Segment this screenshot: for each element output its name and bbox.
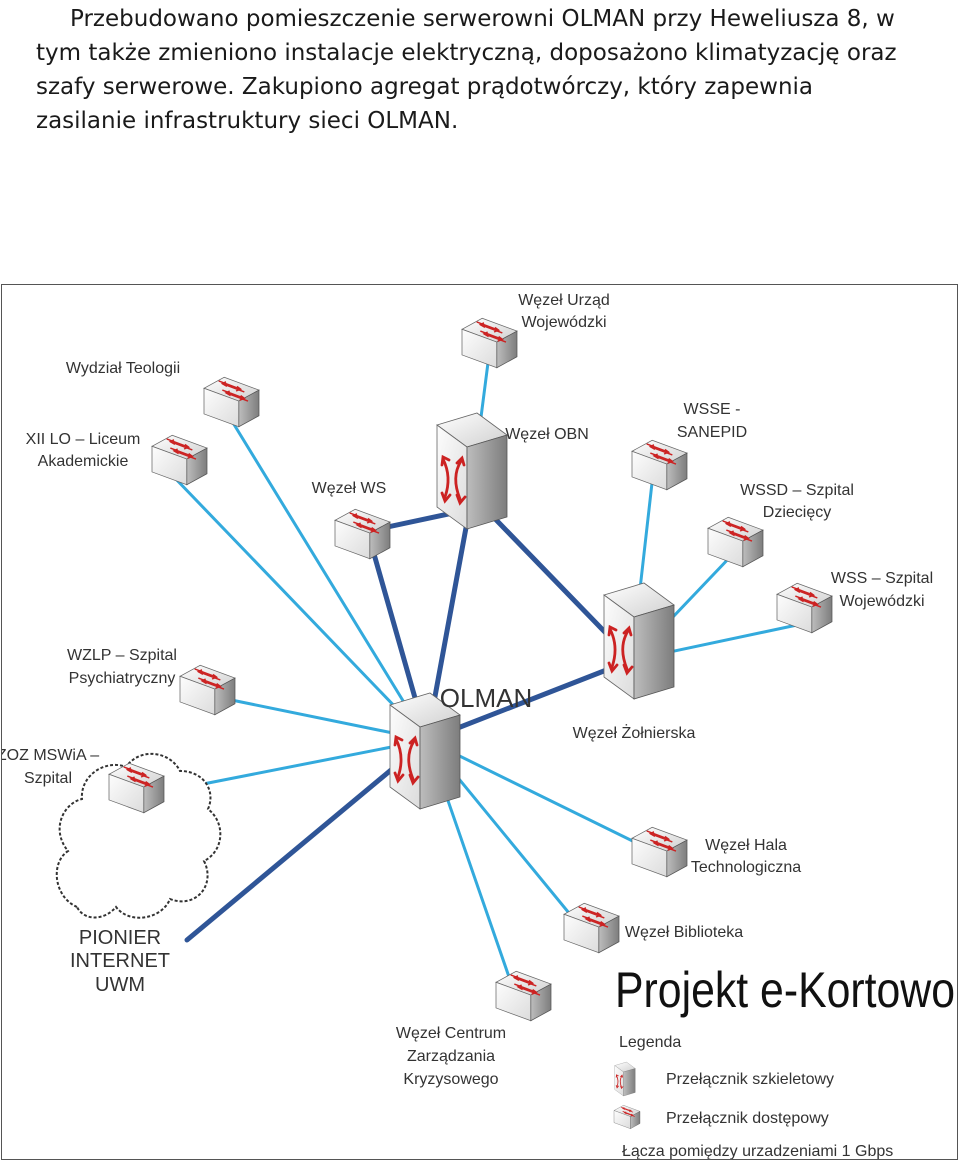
pionier-internet-cloud: PIONIER INTERNET UWM bbox=[55, 752, 222, 996]
label-ws: Węzeł WS bbox=[312, 480, 387, 497]
switch-core-obn-icon bbox=[435, 411, 509, 531]
legend-heading: Legenda bbox=[619, 1034, 681, 1051]
label-centrum-1: Węzeł Centrum bbox=[396, 1025, 506, 1042]
label-wzlp-2: Psychiatryczny bbox=[69, 670, 176, 687]
label-centrum-2: Zarządzania bbox=[407, 1048, 495, 1065]
label-wss-1: WSS – Szpital bbox=[831, 570, 933, 587]
intro-line-2: tym także zmieniono instalacje elektrycz… bbox=[36, 40, 897, 66]
link-olman-xii-lo bbox=[170, 473, 429, 742]
intro-paragraph: Przebudowano pomieszczenie serwerowni OL… bbox=[36, 2, 936, 138]
cloud-label-line-3: UWM bbox=[95, 974, 145, 996]
switch-access-wsse-icon bbox=[631, 439, 688, 491]
switch-access-centrum-icon bbox=[495, 970, 552, 1022]
switch-core-zolnierska-icon bbox=[602, 581, 676, 701]
label-obn: Węzeł OBN bbox=[505, 426, 589, 443]
legend-backbone-switch-icon bbox=[614, 1061, 636, 1097]
network-diagram: PIONIER INTERNET UWM Węzeł Urząd Wojewód… bbox=[2, 292, 955, 1159]
switch-access-hala-icon bbox=[631, 826, 688, 878]
label-wsse-1: WSSE - bbox=[684, 401, 741, 418]
label-olman: OLMAN bbox=[440, 683, 532, 713]
switch-access-wzlp-icon bbox=[179, 664, 236, 716]
switch-access-xii-lo-icon bbox=[151, 434, 208, 486]
intro-line-4: zasilanie infrastruktury sieci OLMAN. bbox=[36, 108, 459, 134]
link-obn-urzad bbox=[478, 353, 491, 427]
switch-access-teologia-icon bbox=[203, 376, 260, 428]
label-wzlp-1: WZLP – Szpital bbox=[67, 647, 177, 664]
label-hala-1: Węzeł Hala bbox=[705, 837, 787, 854]
legend-links-label: Łącza pomiędzy urzadzeniami 1 Gbps bbox=[622, 1143, 893, 1159]
legend-backbone-label: Przełącznik szkieletowy bbox=[666, 1071, 834, 1088]
legend-access-label: Przełącznik dostępowy bbox=[666, 1110, 829, 1127]
label-xii-lo-2: Akademickie bbox=[38, 453, 129, 470]
diagram-title: Projekt e-Kortowo bbox=[615, 962, 955, 1018]
link-olman-hala bbox=[425, 738, 659, 855]
intro-line-1: Przebudowano pomieszczenie serwerowni OL… bbox=[70, 6, 895, 32]
label-wss-2: Wojewódzki bbox=[839, 593, 924, 610]
cloud-label-line-1: PIONIER bbox=[79, 927, 161, 949]
label-wssd-1: WSSD – Szpital bbox=[740, 482, 854, 499]
switch-access-biblioteka-icon bbox=[563, 902, 620, 954]
label-zoz-2: Szpital bbox=[24, 770, 72, 787]
label-hala-2: Technologiczna bbox=[691, 859, 801, 876]
label-wssd-2: Dziecięcy bbox=[763, 504, 831, 521]
node-labels: Węzeł Urząd Wojewódzki Wydział Teologii … bbox=[2, 292, 933, 1088]
intro-line-3: szafy serwerowe. Zakupiono agregat prądo… bbox=[36, 74, 814, 100]
label-centrum-3: Kryzysowego bbox=[403, 1071, 498, 1088]
switch-access-wss-icon bbox=[776, 582, 833, 634]
switch-access-urzad-icon bbox=[461, 317, 518, 369]
label-urzad-1: Węzeł Urząd bbox=[518, 292, 610, 309]
label-teologia: Wydział Teologii bbox=[66, 360, 180, 377]
cloud-label-line-2: INTERNET bbox=[70, 950, 170, 972]
label-xii-lo-1: XII LO – Liceum bbox=[26, 431, 141, 448]
link-olman-teologia bbox=[225, 411, 429, 742]
legend: Legenda Przełącznik szkieletowy Przełącz… bbox=[613, 1034, 893, 1159]
label-wsse-2: SANEPID bbox=[677, 424, 747, 441]
label-urzad-2: Wojewódzki bbox=[521, 314, 606, 331]
legend-access-switch-icon bbox=[613, 1104, 641, 1130]
label-zoz-1: ZOZ MSWiA – bbox=[2, 747, 99, 764]
label-zolnierska: Węzeł Żołnierska bbox=[573, 723, 696, 742]
switch-access-ws-icon bbox=[334, 508, 391, 560]
label-biblioteka: Węzeł Biblioteka bbox=[625, 924, 743, 941]
link-olman-pionier bbox=[184, 737, 430, 943]
network-diagram-frame: PIONIER INTERNET UWM Węzeł Urząd Wojewód… bbox=[1, 284, 958, 1160]
link-olman-zolnierska bbox=[424, 657, 635, 743]
switch-access-wssd-icon bbox=[707, 516, 764, 568]
